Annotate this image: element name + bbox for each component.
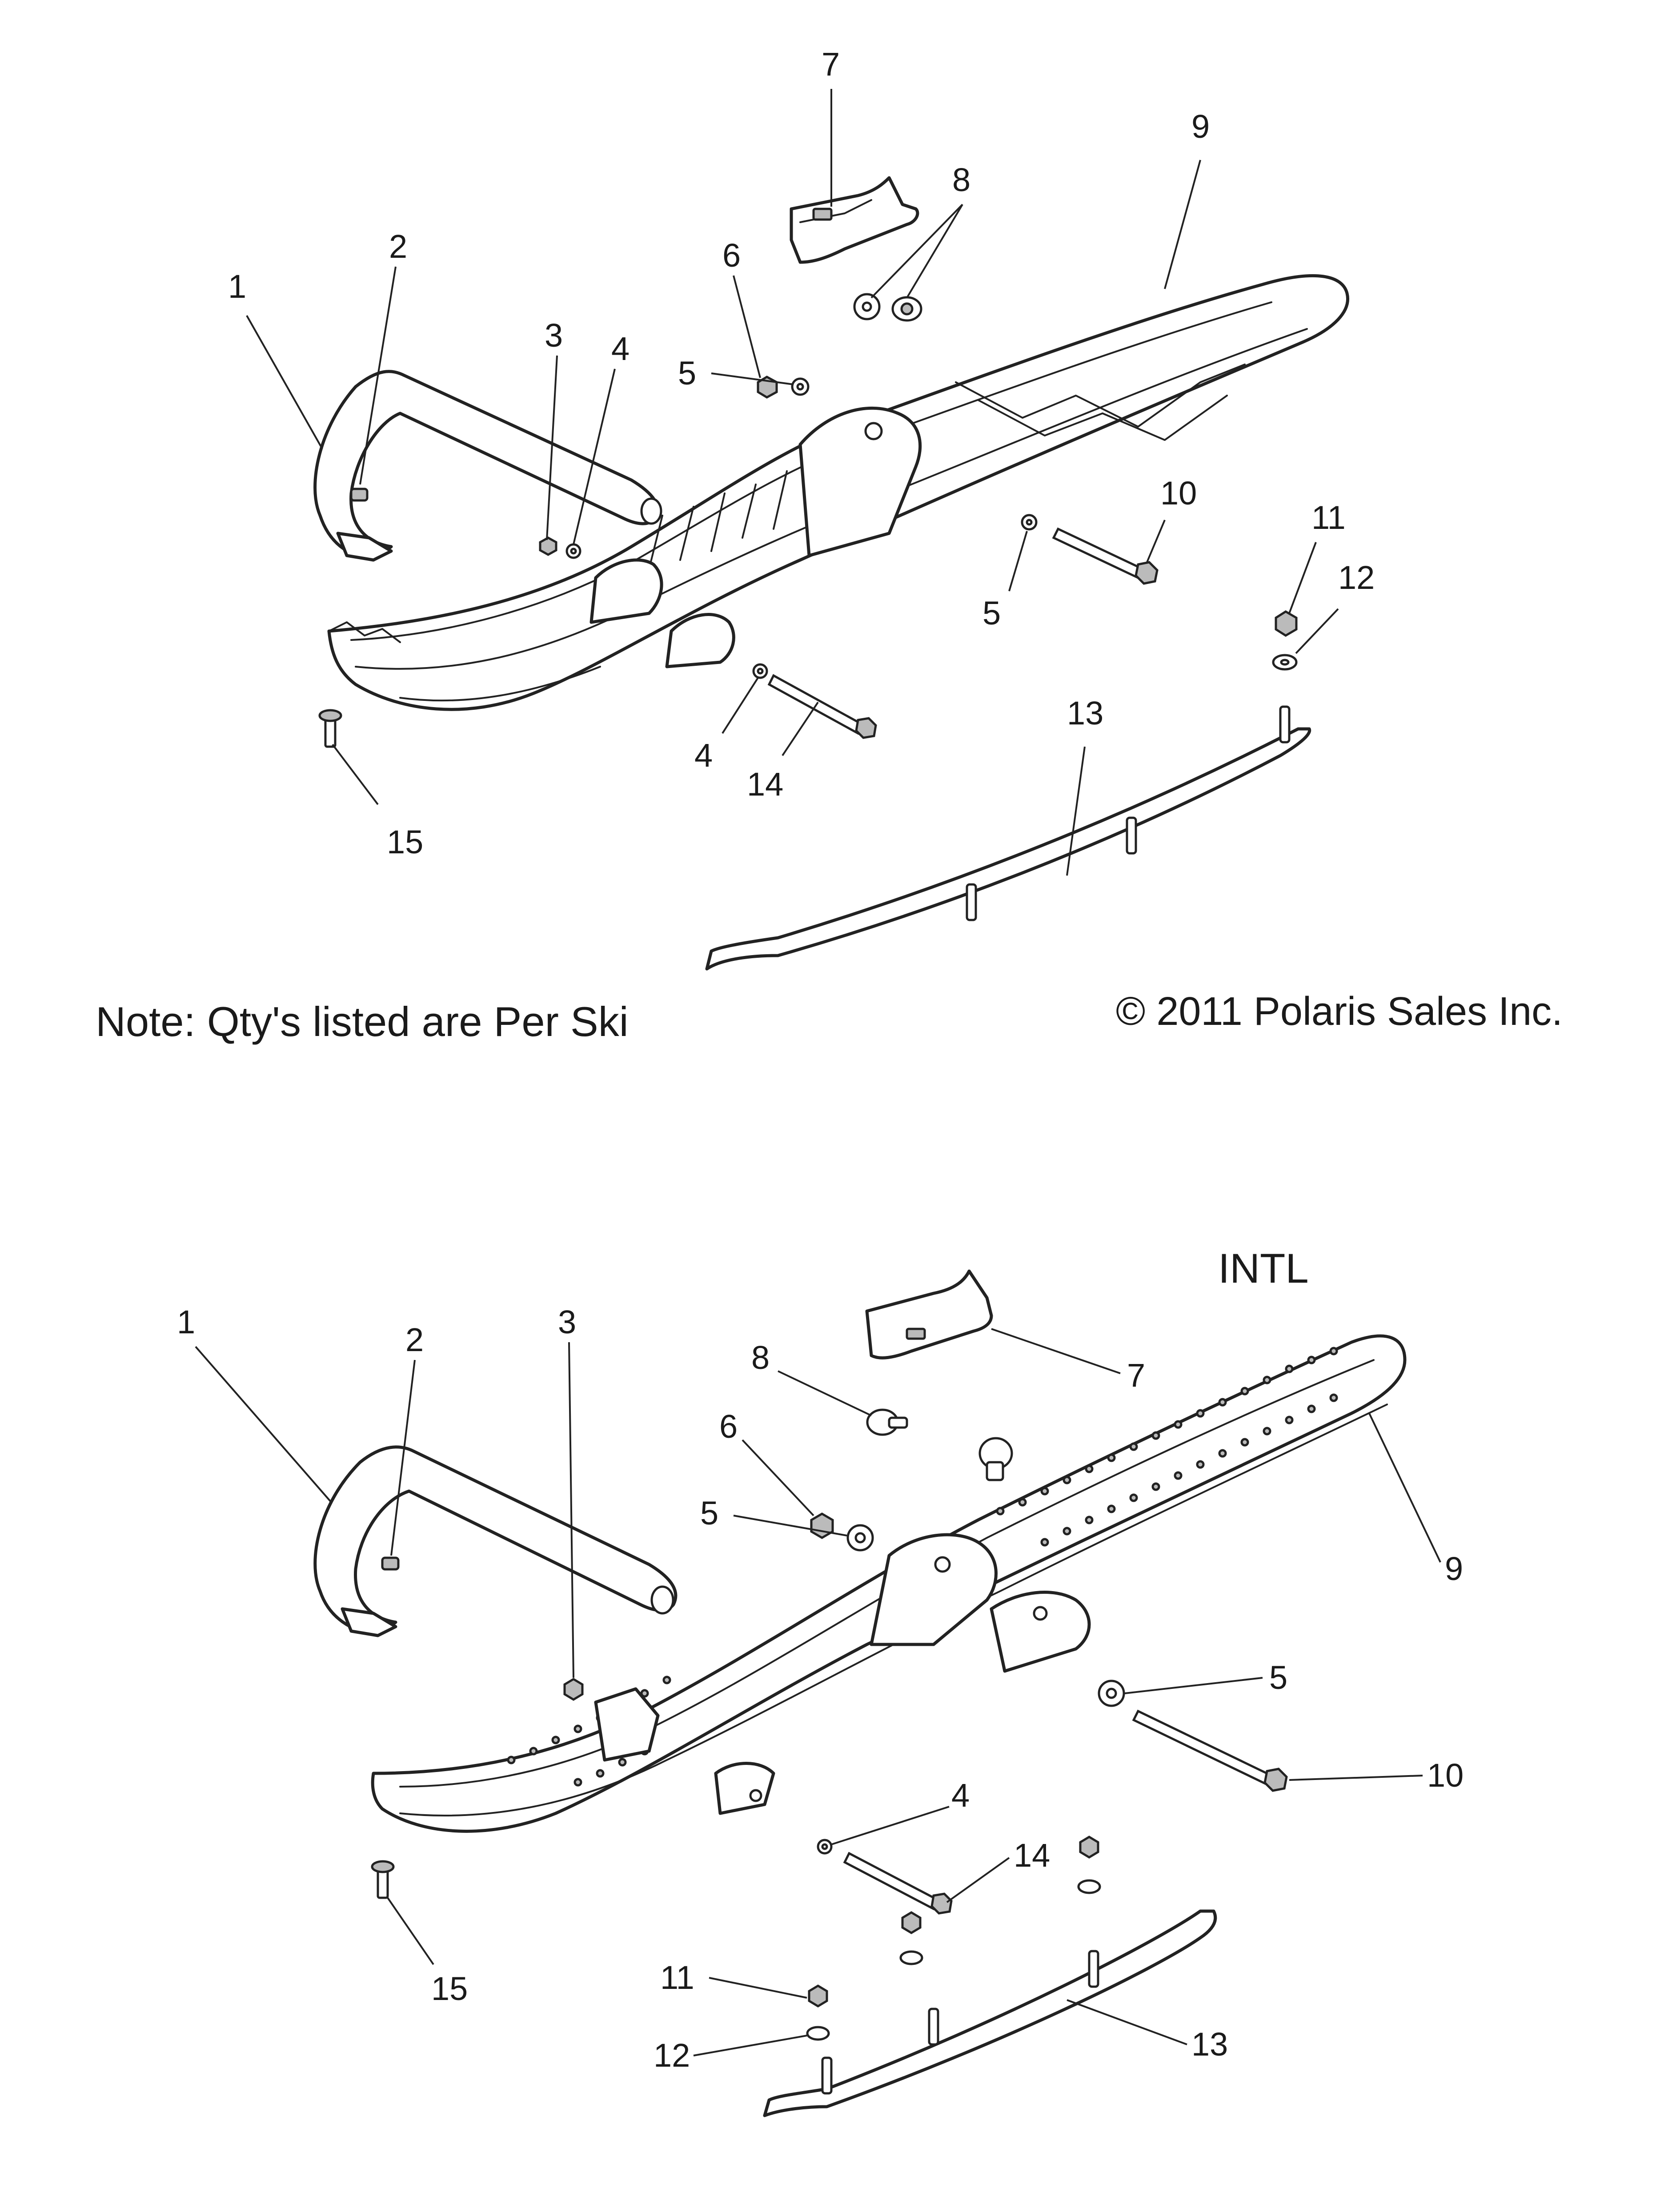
bushing-pin-intl	[866, 1408, 908, 1436]
callout-6-intl: 6	[719, 1408, 738, 1445]
top-leader-lines	[246, 89, 1339, 876]
callout-11-intl: 11	[660, 1959, 694, 1996]
screw-15	[318, 709, 342, 748]
copyright-notice: © 2011 Polaris Sales Inc.	[1116, 989, 1563, 1034]
screw-15-intl	[371, 1860, 395, 1899]
callout-8-intl: 8	[751, 1339, 770, 1376]
wear-bar-13	[705, 705, 1311, 971]
top-callouts: 1 2 3 4 5 6 7 8 9 10 11 12 5 4 14 13 15	[228, 46, 1375, 860]
callout-4-intl: 4	[951, 1777, 970, 1814]
bolt-14-intl	[843, 1852, 953, 1915]
callout-8: 8	[952, 161, 970, 198]
callout-11: 11	[1311, 499, 1346, 536]
callout-6: 6	[722, 237, 741, 274]
callout-4: 4	[611, 330, 630, 367]
callout-10: 10	[1160, 475, 1197, 512]
nut-3-intl	[563, 1678, 584, 1701]
callout-5: 5	[678, 355, 696, 392]
callout-15: 15	[387, 824, 423, 860]
callout-2-intl: 2	[405, 1321, 424, 1358]
bottom-leader-lines	[195, 1328, 1441, 2056]
stud-washer-b	[899, 1950, 923, 1965]
ski-loop-handle-intl	[313, 1445, 678, 1637]
washer-12-intl	[806, 2026, 830, 2041]
ski-body	[327, 274, 1349, 711]
bolt-10	[1052, 527, 1159, 585]
nut-11-intl	[808, 1984, 828, 2008]
callout-9: 9	[1191, 108, 1210, 145]
qty-note: Note: Qty's listed are Per Ski	[96, 998, 629, 1045]
callout-5b: 5	[982, 595, 1001, 632]
callout-3: 3	[545, 317, 563, 354]
callout-7: 7	[822, 46, 840, 83]
callout-9-intl: 9	[1445, 1550, 1463, 1587]
nut-3	[539, 536, 557, 556]
stud-washer-a	[1077, 1879, 1101, 1894]
callout-12-intl: 12	[654, 2037, 690, 2074]
callout-5b-intl: 5	[1269, 1659, 1287, 1696]
ski-saddle-cap-intl	[865, 1269, 993, 1360]
ski-body-intl	[371, 1334, 1407, 1833]
nut-11	[1275, 610, 1298, 637]
bolt-10-intl	[1132, 1709, 1288, 1792]
stud-nut-a	[1079, 1836, 1099, 1859]
callout-15-intl: 15	[431, 1970, 468, 2007]
bottom-callouts: 1 2 3 8 7 6 5 9 5 10 4 14 11 12 13 15	[177, 1304, 1464, 2074]
callout-1-intl: 1	[177, 1304, 195, 1340]
callout-13-intl: 13	[1191, 2026, 1228, 2063]
callout-4b: 4	[694, 737, 713, 774]
bolt-14	[767, 674, 877, 739]
wear-bar-13-intl	[763, 1909, 1217, 2117]
ski-saddle-cap	[790, 176, 919, 264]
handle-bushing	[350, 488, 369, 502]
callout-2: 2	[389, 228, 407, 265]
callout-3-intl: 3	[558, 1304, 576, 1340]
intl-label: INTL	[1218, 1245, 1309, 1292]
callout-14-intl: 14	[1014, 1837, 1050, 1874]
callout-12: 12	[1338, 559, 1375, 596]
callout-13: 13	[1067, 695, 1103, 732]
stud-nut-b	[901, 1911, 922, 1934]
bushing-flanged-intl	[978, 1437, 1013, 1481]
callout-14: 14	[747, 766, 783, 803]
callout-7-intl: 7	[1127, 1357, 1145, 1394]
callout-5-intl: 5	[700, 1495, 718, 1532]
nut-6-intl	[810, 1512, 834, 1539]
bottom-ski-assembly-intl: 1 2 3 8 7 6 5 9 5 10 4 14 11 12 13 15	[177, 1269, 1464, 2117]
callout-1: 1	[228, 268, 246, 305]
callout-10-intl: 10	[1427, 1757, 1464, 1794]
ski-loop-handle	[313, 370, 662, 562]
top-ski-assembly: 1 2 3 4 5 6 7 8 9 10 11 12 5 4 14 13 15	[228, 46, 1375, 971]
handle-bushing-intl	[381, 1556, 400, 1571]
